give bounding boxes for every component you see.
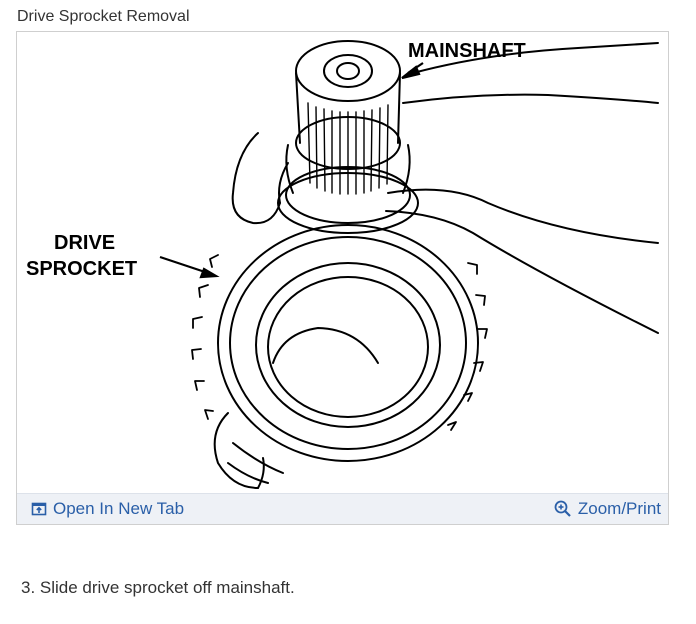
figure-toolbar: Open In New Tab Zoom/Print	[17, 493, 668, 524]
sprocket-label: SPROCKET	[26, 258, 137, 280]
step-instruction: 3. Slide drive sprocket off mainshaft.	[21, 578, 295, 597]
figure-card: MAINSHAFT DRIVE SPROCKET Open In New Tab…	[16, 31, 669, 525]
open-in-new-tab-label: Open In New Tab	[53, 499, 185, 518]
open-in-new-tab-icon	[31, 502, 47, 516]
figure-title: Drive Sprocket Removal	[17, 8, 190, 25]
zoom-print-button[interactable]: Zoom/Print	[554, 494, 661, 524]
zoom-print-label: Zoom/Print	[577, 499, 661, 518]
open-in-new-tab-button[interactable]: Open In New Tab	[31, 494, 184, 524]
mainshaft-label: MAINSHAFT	[408, 40, 526, 62]
zoom-icon	[554, 500, 571, 517]
drive-label: DRIVE	[54, 232, 115, 254]
drive-sprocket-illustration: MAINSHAFT DRIVE SPROCKET	[26, 40, 659, 489]
